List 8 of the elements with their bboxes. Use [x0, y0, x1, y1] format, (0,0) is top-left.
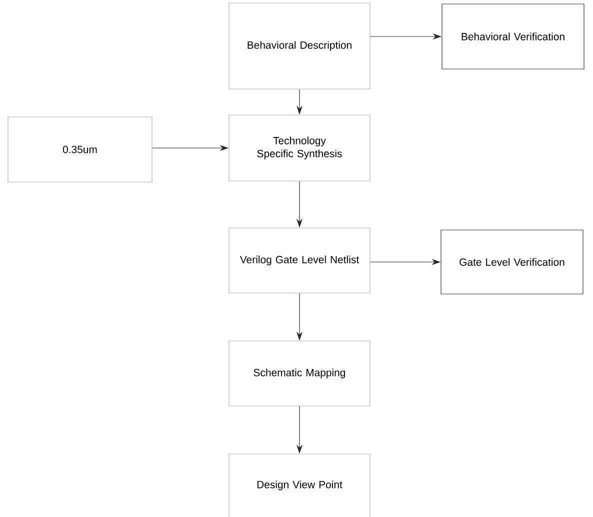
process-box: Verilog Gate Level Netlist — [228, 228, 370, 294]
process-box: Technology Specific Synthesis — [228, 114, 370, 182]
process-box: 0.35um — [8, 116, 152, 182]
process-box: Gate Level Verification — [440, 230, 584, 294]
process-box: Design View Point — [228, 454, 370, 517]
process-box: Behavioral Verification — [442, 4, 584, 70]
process-box: Behavioral Description — [228, 2, 370, 90]
process-box: Schematic Mapping — [228, 340, 370, 406]
